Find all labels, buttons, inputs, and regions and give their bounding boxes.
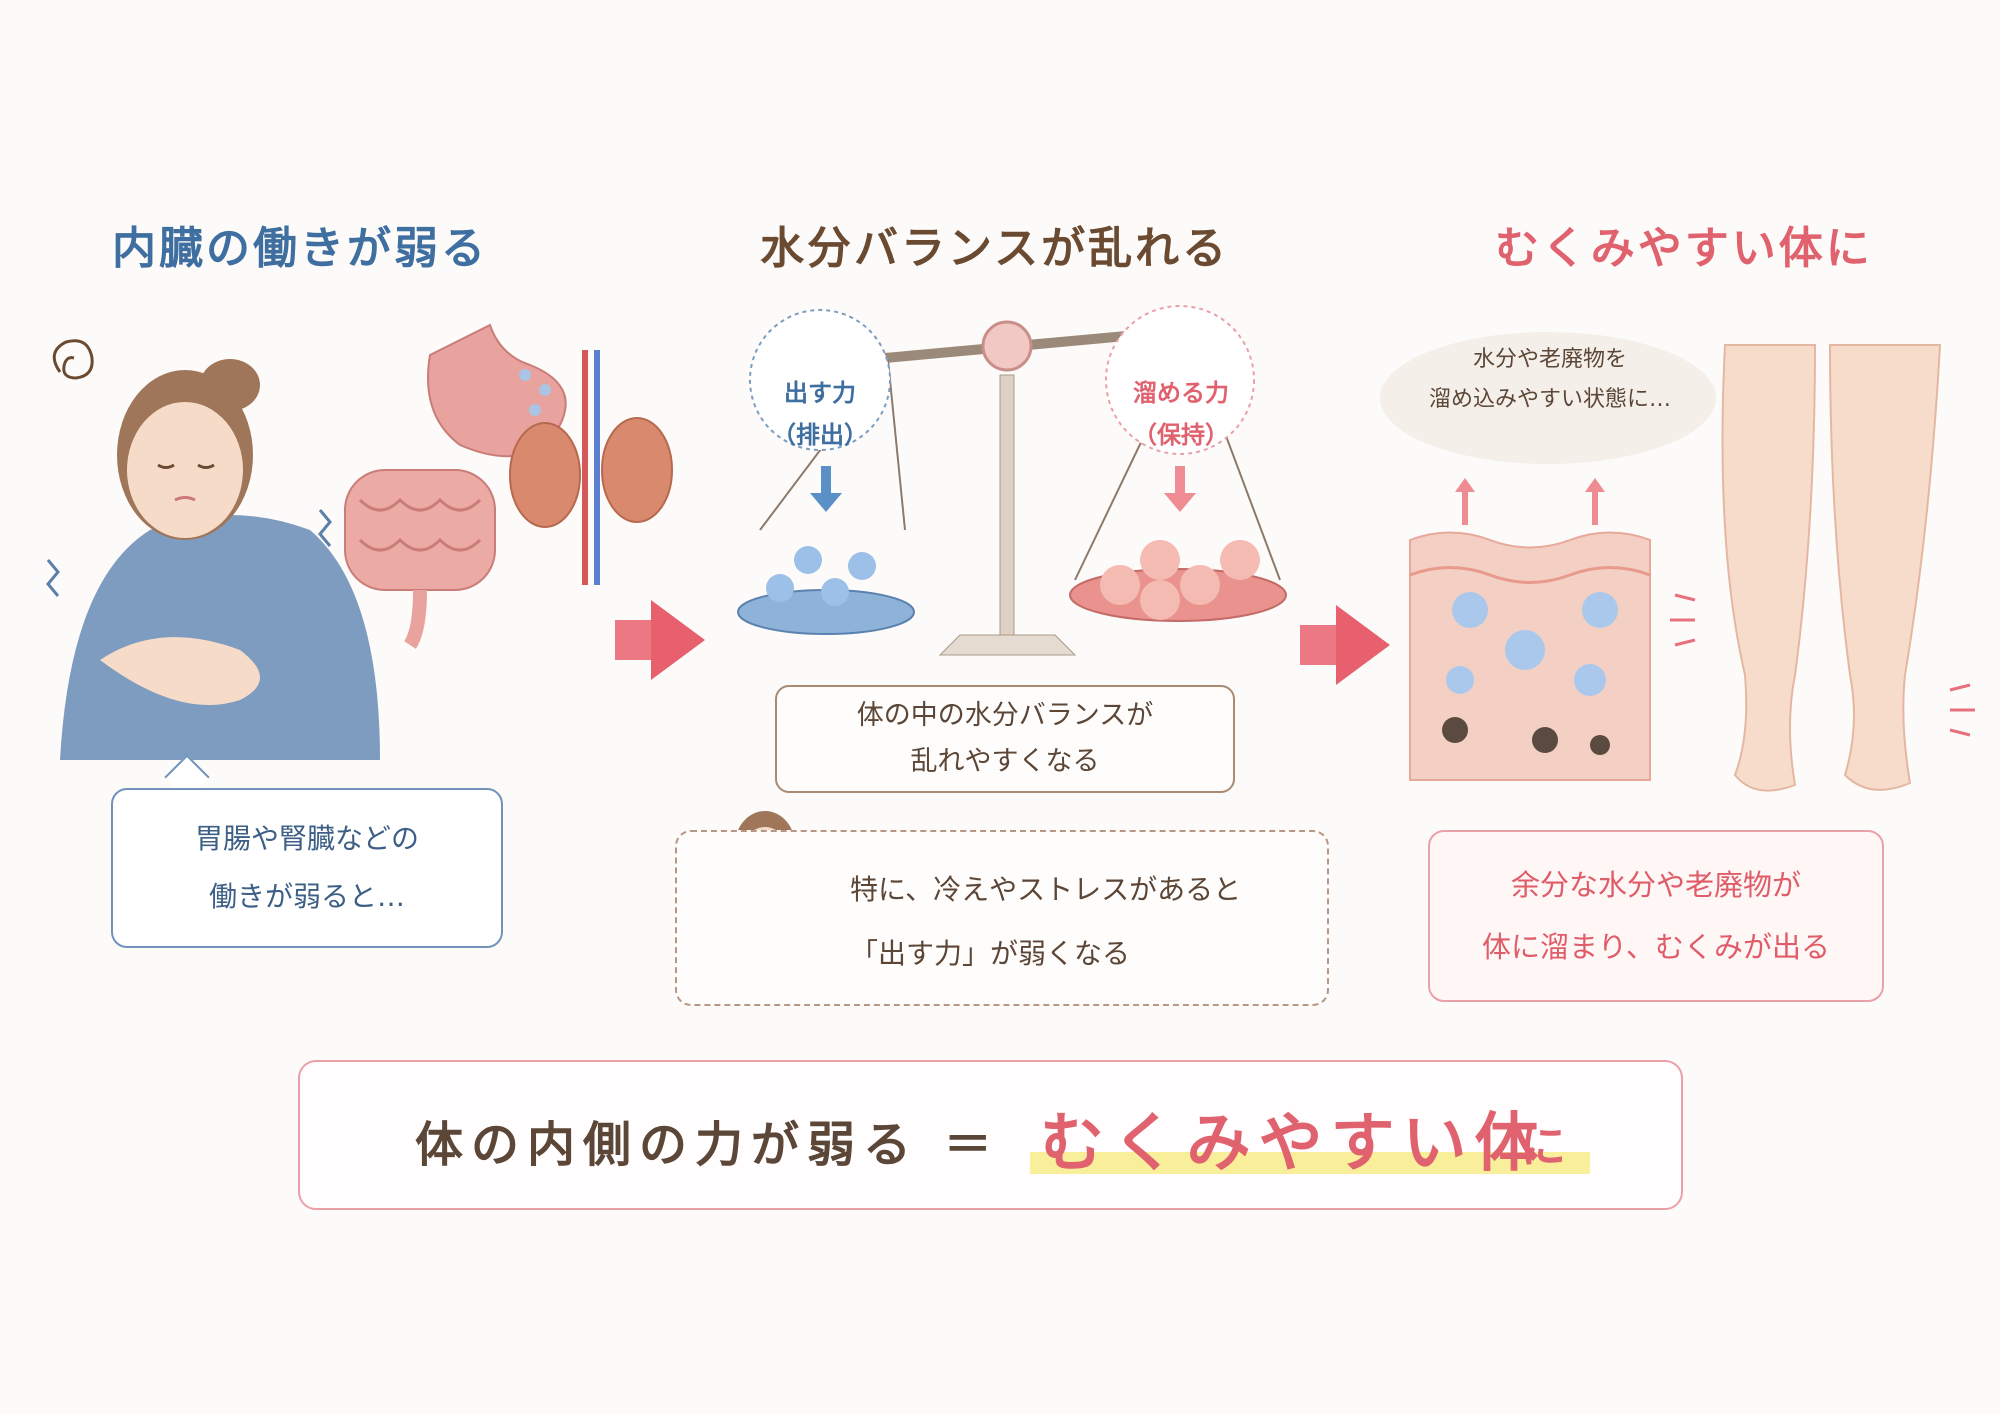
summary-right-text: むくみやすい体: [1040, 1107, 1547, 1181]
retention-label: 溜める力 （保持）: [1110, 372, 1252, 456]
swollen-legs-illustration: [1670, 344, 1975, 792]
skin-cross-section-illustration: [1409, 478, 1651, 781]
balance-line1: 体の中の水分バランスが: [856, 700, 1154, 731]
summary-left-text: 体の内側の力が弱る ＝: [415, 1117, 1000, 1173]
organs-weak-bubble: 胃腸や腎臓などの 働きが弱ると…: [111, 788, 503, 948]
digestive-organs-illustration: [344, 323, 567, 649]
kidneys-illustration: [509, 350, 673, 585]
bubble1-line1: 胃腸や腎臓などの: [194, 822, 419, 855]
speech2-line2: 溜め込みやすい状態に…: [1428, 387, 1671, 412]
summary-box: [298, 1060, 1683, 1210]
cold-line1: 特に、冷えやストレスがあると: [850, 873, 1242, 906]
result-line2: 体に溜まり、むくみが出る: [1481, 930, 1830, 964]
balance-line2: 乱れやすくなる: [910, 746, 1100, 777]
out-power-text: 出す力: [784, 379, 856, 407]
step3-title: むくみやすい体に: [1495, 223, 1873, 274]
out-power-sub: （排出）: [772, 421, 868, 449]
cold-line2: 「出す力」が弱くなる: [850, 937, 1131, 970]
cold-stress-box: [675, 830, 1329, 1006]
cold-stress-text: 特に、冷えやストレスがあると 「出す力」が弱くなる: [850, 858, 1241, 986]
excretion-label: 出す力 （排出）: [760, 372, 880, 456]
step2-title: 水分バランスが乱れる: [760, 223, 1230, 274]
summary-highlight: [1030, 1152, 1590, 1174]
flow-arrow-2: [1300, 605, 1390, 685]
bubble1-line2: 働きが弱ると…: [208, 880, 405, 913]
keep-power-sub: （保持）: [1133, 421, 1229, 449]
keep-power-text: 溜める力: [1133, 379, 1229, 407]
swelling-result-box: 余分な水分や老廃物が 体に溜まり、むくみが出る: [1428, 830, 1884, 1002]
step1-title: 内臓の働きが弱る: [112, 223, 488, 274]
water-balance-box: 体の中の水分バランスが 乱れやすくなる: [775, 685, 1235, 793]
speech-cloud: [1380, 332, 1716, 464]
speech2-line1: 水分や老廃物を: [1472, 347, 1627, 372]
summary-tail-text: に: [1520, 1119, 1566, 1173]
balance-scale-illustration: [737, 305, 1287, 656]
flow-arrow-1: [615, 600, 705, 680]
woman-stomachache-illustration: [46, 339, 380, 760]
retention-speech: 水分や老廃物を 溜め込みやすい状態に…: [1400, 340, 1700, 420]
result-line1: 余分な水分や老廃物が: [1510, 868, 1801, 902]
